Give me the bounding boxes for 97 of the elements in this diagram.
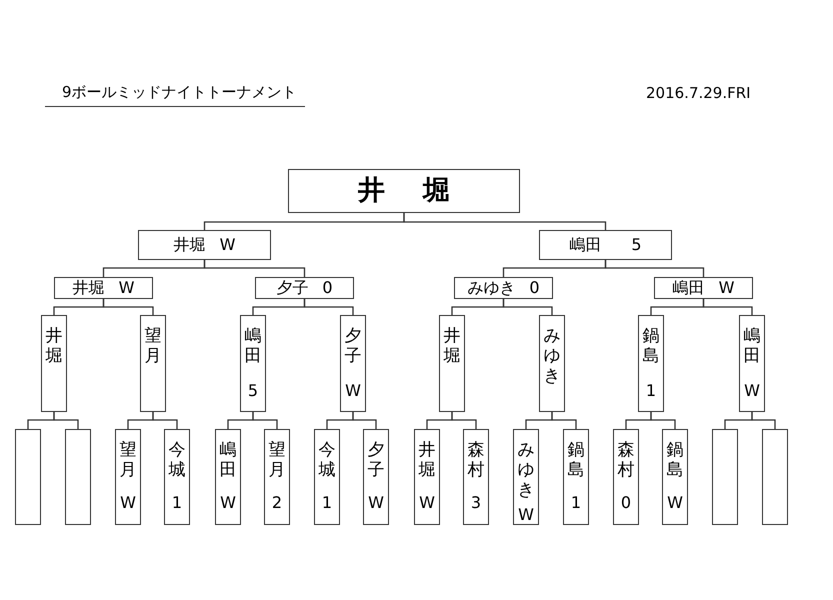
score: 1 xyxy=(320,494,334,512)
bracket-box xyxy=(41,315,67,412)
bracket-line xyxy=(551,412,577,429)
bracket-box xyxy=(463,429,489,525)
player-name: 夕子 xyxy=(344,326,362,366)
player-name: 今城 xyxy=(318,440,336,480)
player-name: 望月 xyxy=(119,440,137,480)
player-name: 夕子 xyxy=(367,440,385,480)
player-name: みゆき xyxy=(467,279,516,297)
bracket-line xyxy=(102,299,154,315)
score: 0 xyxy=(322,279,333,297)
bracket-line xyxy=(403,213,606,230)
player-name: 今城 xyxy=(168,440,186,480)
bracket-line xyxy=(204,260,306,277)
tournament-title: 9ボールミッドナイトトーナメント xyxy=(45,82,305,107)
bracket-box xyxy=(563,429,589,525)
player-name: 嶋田 xyxy=(743,326,761,366)
bracket-box xyxy=(115,429,141,525)
player-name: 森村 xyxy=(467,440,485,480)
champion-box xyxy=(288,169,520,213)
player-name: 夕子 xyxy=(276,279,308,297)
bracket-box xyxy=(340,315,366,412)
score: 0 xyxy=(620,494,632,512)
bracket-box xyxy=(638,315,664,412)
score: W xyxy=(418,494,436,512)
bracket-box xyxy=(439,315,465,412)
bracket-line xyxy=(650,412,676,429)
player-name: 森村 xyxy=(617,440,635,480)
bracket-line xyxy=(252,412,278,429)
bracket-box xyxy=(739,315,765,412)
score: 5 xyxy=(246,382,260,400)
player-name: 嶋田 xyxy=(244,326,262,366)
bracket-box xyxy=(240,315,266,412)
empty-box xyxy=(762,429,788,525)
bracket-box xyxy=(314,429,340,525)
bracket-box xyxy=(264,429,290,525)
score: 1 xyxy=(170,494,184,512)
player-name: 嶋田 xyxy=(219,440,237,480)
bracket-box xyxy=(662,429,688,525)
bracket-box xyxy=(613,429,639,525)
score: W xyxy=(743,382,761,400)
score: W xyxy=(344,382,362,400)
player-name: 井堀 xyxy=(358,176,488,206)
bracket-box xyxy=(255,277,354,299)
bracket-line xyxy=(702,299,753,315)
bracket-box xyxy=(140,315,166,412)
empty-box xyxy=(712,429,738,525)
player-name: 井堀 xyxy=(45,326,63,366)
bracket-line xyxy=(751,412,776,429)
score: W xyxy=(718,279,734,297)
score: W xyxy=(666,494,684,512)
bracket-box xyxy=(138,230,271,260)
bracket-box xyxy=(654,277,753,299)
player-name: みゆき xyxy=(543,326,561,386)
player-name: 望月 xyxy=(268,440,286,480)
score: W xyxy=(517,506,535,524)
player-name: 井堀 xyxy=(72,279,105,297)
player-name: みゆき xyxy=(517,440,535,500)
score: 3 xyxy=(470,494,482,512)
score: W xyxy=(220,236,236,254)
bracket-box xyxy=(363,429,389,525)
bracket-box xyxy=(164,429,190,525)
score: W xyxy=(119,494,137,512)
score: 1 xyxy=(570,494,582,512)
player-name: 井堀 xyxy=(443,326,461,366)
empty-box xyxy=(65,429,91,525)
score: 5 xyxy=(631,236,642,254)
bracket-box xyxy=(215,429,241,525)
bracket-box xyxy=(414,429,440,525)
bracket-line xyxy=(352,412,377,429)
bracket-box xyxy=(513,429,539,525)
player-name: 鍋島 xyxy=(567,440,585,480)
player-name: 鍋島 xyxy=(666,440,684,480)
bracket-box xyxy=(539,230,672,260)
score: 1 xyxy=(644,382,658,400)
bracket-line xyxy=(53,412,79,429)
bracket-line xyxy=(604,260,704,277)
date-label: 2016.7.29.FRI xyxy=(646,83,751,103)
empty-box xyxy=(15,429,41,525)
player-name: 望月 xyxy=(144,326,162,366)
player-name: 鍋島 xyxy=(642,326,660,366)
bracket-box xyxy=(454,277,553,299)
score: W xyxy=(118,279,134,297)
bracket-line xyxy=(304,299,354,315)
player-name: 嶋田 xyxy=(569,236,602,254)
bracket-box xyxy=(54,277,153,299)
score: W xyxy=(219,494,237,512)
bracket-box xyxy=(539,315,565,412)
player-name: 井堀 xyxy=(418,440,436,480)
bracket-line xyxy=(152,412,178,429)
score: W xyxy=(367,494,385,512)
score: 0 xyxy=(529,279,540,297)
player-name: 井堀 xyxy=(174,236,206,254)
bracket-line xyxy=(502,299,553,315)
player-name: 嶋田 xyxy=(672,279,705,297)
bracket-line xyxy=(451,412,477,429)
score: 2 xyxy=(270,494,284,512)
